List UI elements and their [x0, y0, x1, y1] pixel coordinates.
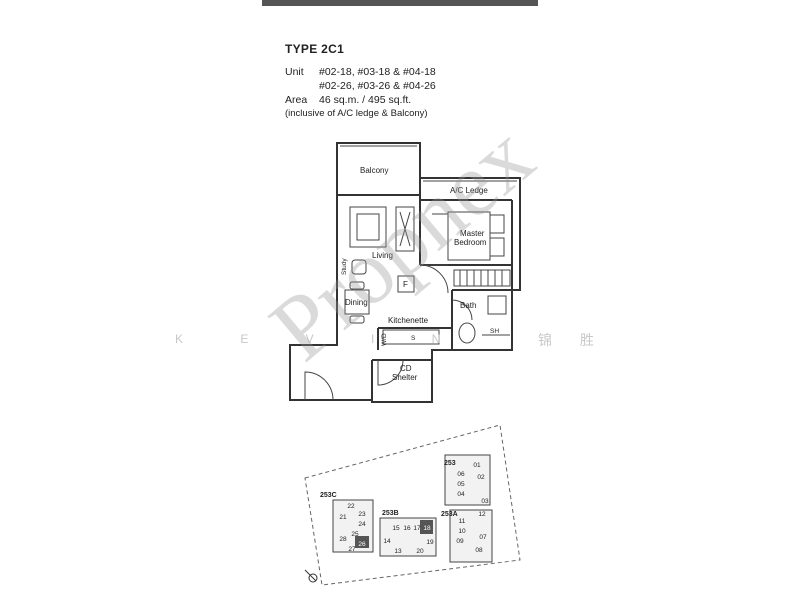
unit-17: 17 [413, 525, 421, 532]
unit-09: 09 [456, 538, 464, 545]
washer-label: W/D [381, 333, 388, 346]
shelter-label-1: CD [400, 364, 412, 373]
watermark-latin: K E V I N [175, 332, 468, 346]
balcony-label: Balcony [360, 166, 388, 175]
unit-03: 03 [481, 498, 489, 505]
ac-ledge-label: A/C Ledge [450, 186, 488, 195]
unit-11: 11 [459, 518, 466, 525]
top-bar [262, 0, 538, 6]
unit-22: 22 [347, 503, 355, 510]
unit-15: 15 [392, 525, 400, 532]
north-arrow-icon [304, 569, 318, 583]
unit-23: 23 [358, 511, 366, 518]
unit-26: 26 [358, 541, 366, 548]
sink-label: S [411, 335, 416, 342]
area-line: Area 46 sq.m. / 495 sq.ft. [285, 94, 411, 107]
unit-27: 27 [348, 546, 356, 553]
unit-20: 20 [416, 548, 424, 555]
dining-label: Dining [345, 298, 368, 307]
shower-label: SH [490, 328, 499, 335]
unit-type-title: TYPE 2C1 [285, 42, 345, 56]
area-value: 46 sq.m. / 495 sq.ft. [319, 94, 412, 106]
unit-18: 18 [423, 525, 431, 532]
highlight-unit-26 [355, 536, 369, 548]
unit-10: 10 [458, 528, 466, 535]
unit-25: 25 [351, 531, 359, 538]
site-buildings [332, 454, 493, 563]
floor-plan-furniture [304, 145, 517, 401]
unit-01: 01 [473, 462, 481, 469]
block-253c-label: 253C [320, 492, 337, 499]
unit-16: 16 [403, 525, 411, 532]
block-253a-label: 253A [441, 511, 458, 518]
kitchenette-label: Kitchenette [388, 316, 429, 325]
unit-line-2: #02-26, #03-26 & #04-26 [285, 80, 436, 93]
block-253b-label: 253B [382, 510, 399, 517]
study-label: Study [341, 258, 348, 275]
unit-numbers-1: #02-18, #03-18 & #04-18 [319, 66, 436, 78]
watermark-cjk: 锦 胜 [538, 332, 606, 348]
shelter-label-2: Shelter [392, 373, 418, 382]
living-label: Living [372, 251, 393, 260]
unit-numbers-2: #02-26, #03-26 & #04-26 [319, 80, 436, 92]
unit-08: 08 [475, 547, 483, 554]
unit-24: 24 [358, 521, 366, 528]
master-bedroom-label-2: Bedroom [454, 238, 487, 247]
area-note: (inclusive of A/C ledge & Balcony) [285, 108, 428, 119]
unit-05: 05 [457, 481, 465, 488]
unit-07: 07 [479, 534, 487, 541]
site-key-plan: 253 253A 253B 253C 01 02 03 04 05 06 07 … [304, 424, 521, 586]
unit-12: 12 [478, 511, 486, 518]
highlight-unit-18 [420, 520, 433, 534]
unit-19: 19 [426, 539, 434, 546]
unit-line-1: Unit #02-18, #03-18 & #04-18 [285, 66, 436, 79]
bath-label: Bath [460, 301, 476, 310]
unit-13: 13 [394, 548, 402, 555]
unit-14: 14 [383, 538, 391, 545]
unit-21: 21 [339, 514, 347, 521]
unit-06: 06 [457, 471, 465, 478]
area-label: Area [285, 94, 308, 106]
site-unit-numbers: 01 02 03 04 05 06 07 08 09 10 11 12 13 1… [339, 462, 489, 555]
unit-02: 02 [477, 474, 485, 481]
unit-28: 28 [339, 536, 347, 543]
fridge-label: F [403, 280, 408, 289]
room-labels: Balcony A/C Ledge Master Bedroom Living … [341, 166, 499, 382]
unit-label: Unit [285, 66, 304, 78]
block-253-label: 253 [444, 460, 456, 467]
unit-04: 04 [457, 491, 465, 498]
master-bedroom-label-1: Master [460, 229, 485, 238]
site-boundary [304, 424, 521, 586]
floor-plan-walls [289, 142, 521, 403]
